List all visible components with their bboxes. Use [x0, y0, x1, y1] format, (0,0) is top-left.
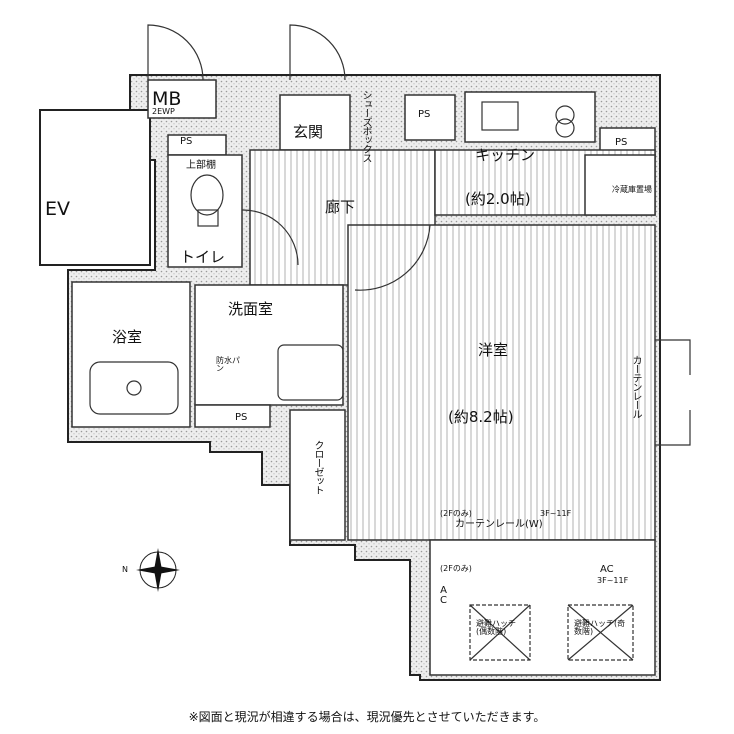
fixtures	[89, 101, 634, 661]
compass-icon	[136, 548, 180, 592]
hatch-even	[469, 604, 531, 661]
escape-hatch-even-label: 避難ハッチ(偶数階)	[476, 619, 516, 636]
footnote: ※図面と現況が相違する場合は、現況優先とさせていただきます。	[188, 710, 546, 724]
compass-n-label: N	[122, 565, 128, 574]
hatch-odd	[567, 604, 634, 661]
ac-label-1: AC	[600, 564, 614, 575]
note-2f-only-1: (2Fのみ)	[440, 509, 472, 518]
ev-label: EV	[45, 198, 71, 220]
ps-label-1: PS	[418, 109, 431, 120]
note-3f-11f-1: 3F~11F	[540, 509, 572, 518]
note-2f-only-2: (2Fのみ)	[440, 564, 472, 573]
kitchen-label: キッチン	[475, 146, 536, 164]
escape-hatch-odd-label: 避難ハッチ(奇数階)	[574, 619, 626, 636]
toilet-label: トイレ	[180, 248, 226, 266]
washroom-label: 洗面室	[228, 300, 274, 318]
mb-sub-label: 2EWP	[152, 107, 175, 116]
entrance-label: 玄関	[293, 123, 324, 141]
toilet-bowl	[190, 174, 224, 216]
sink	[277, 344, 344, 401]
closet-label: クローゼット	[312, 440, 323, 494]
kitchen-sink	[481, 101, 519, 131]
corridor-label: 廊下	[325, 198, 356, 216]
ps-label-4: PS	[235, 412, 248, 423]
waterproof-pan-label: 防水パン	[216, 356, 240, 373]
ac-label-2: AC	[438, 585, 449, 605]
ps-label-2: PS	[615, 137, 628, 148]
western-room-label: 洋室	[478, 341, 509, 359]
curtain-rail-label: カーテンレール	[630, 355, 641, 418]
western-size-label: (約8.2帖)	[448, 408, 514, 426]
curtain-rail-w-label: カーテンレール(W)	[455, 519, 543, 530]
bath-label: 浴室	[112, 328, 143, 346]
mb-label: MB	[152, 88, 182, 110]
ps-label-3: PS	[180, 136, 193, 147]
note-3f-11f-2: 3F~11F	[597, 576, 629, 585]
room-floors	[71, 79, 656, 676]
fridge-label: 冷蔵庫置場	[612, 185, 652, 194]
bathtub	[89, 361, 179, 415]
door-swings	[147, 24, 691, 446]
shoebox-label: シューズボックス	[360, 90, 371, 162]
kitchen-size-label: (約2.0帖)	[465, 190, 531, 208]
upper-shelf-label: 上部棚	[186, 160, 216, 171]
